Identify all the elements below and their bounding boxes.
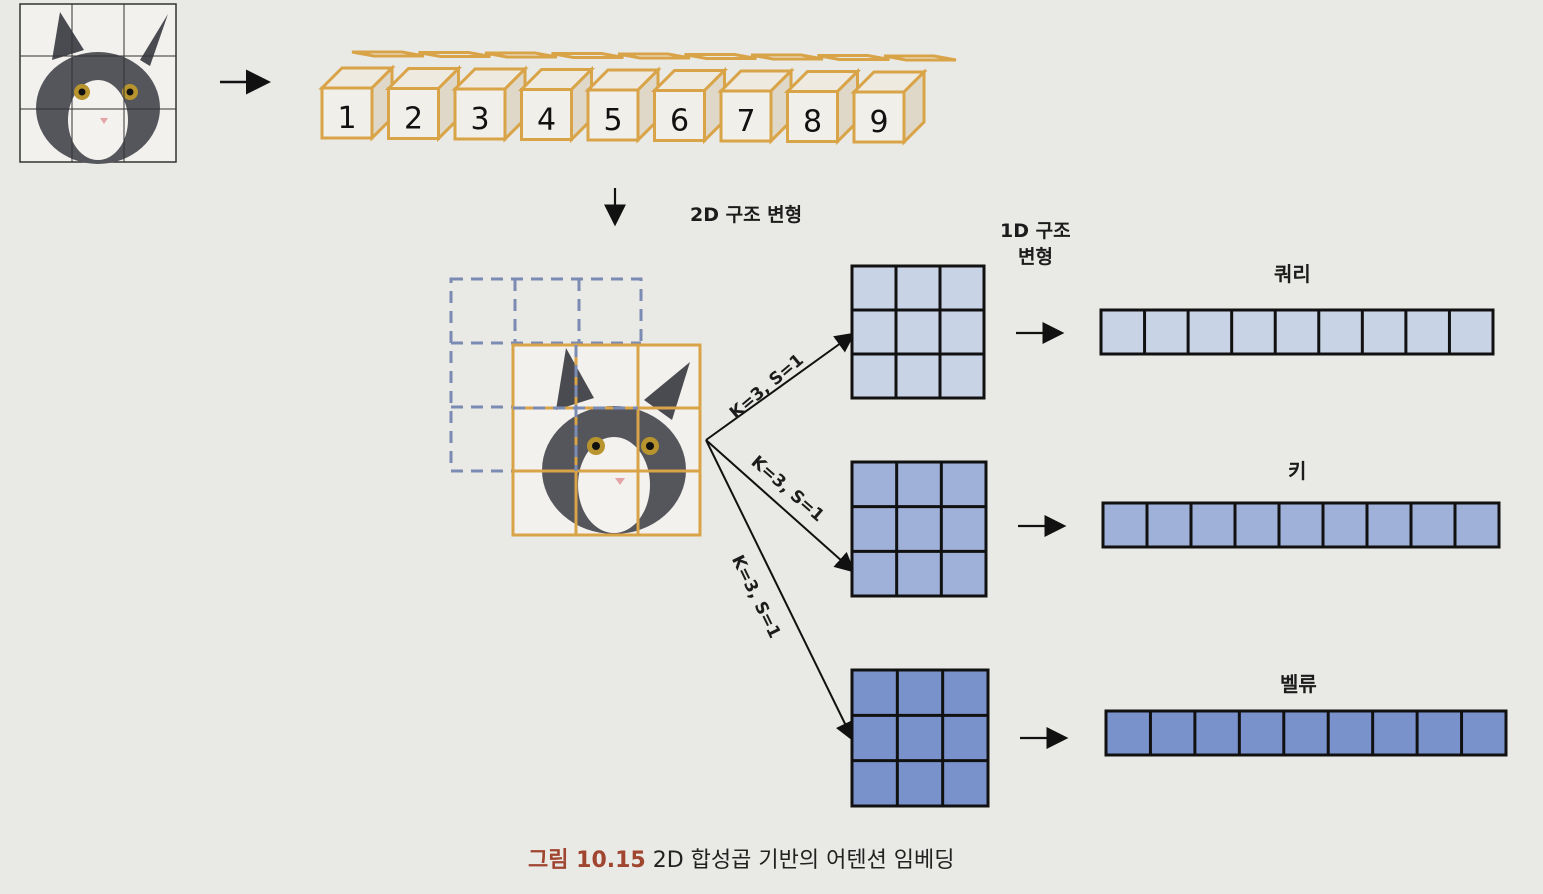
reshape-1d-label-line2: 변형	[1018, 246, 1053, 268]
patch-number: 5	[603, 103, 622, 138]
figure-caption-text: 2D 합성곱 기반의 어텐션 임베딩	[652, 848, 955, 873]
query-label: 쿼리	[1274, 262, 1311, 286]
patch-number: 7	[736, 104, 755, 139]
key-feature-map	[850, 460, 988, 598]
value-feature-map	[850, 668, 990, 808]
patch-number: 3	[470, 102, 489, 137]
patch-number: 8	[803, 105, 822, 140]
query-token-row	[1099, 308, 1495, 356]
value-token-row	[1104, 709, 1508, 757]
patch-number: 2	[404, 102, 423, 137]
patch-cube: 4	[517, 52, 624, 144]
reshape-1d-label-line1: 1D 구조	[1000, 220, 1071, 242]
value-label: 벨류	[1280, 672, 1317, 696]
patch-number: 9	[869, 105, 888, 140]
figure-number: 그림 10.15	[528, 848, 646, 873]
reshape-2d-label: 2D 구조 변형	[690, 204, 803, 226]
conv-arrow-value	[705, 439, 854, 742]
query-feature-map	[850, 264, 986, 400]
key-label: 키	[1288, 459, 1307, 483]
patch-cube: 9	[850, 54, 957, 146]
reshaped-cat-grid	[511, 343, 702, 537]
patch-number: 1	[337, 101, 356, 136]
figure-caption: 그림 10.15 2D 합성곱 기반의 어텐션 임베딩	[528, 842, 955, 874]
patch-sequence: 1 2 3 4 5 6 7 8 9	[318, 50, 957, 146]
patch-number: 4	[537, 103, 556, 138]
conv-arrow-key	[705, 439, 855, 573]
key-token-row	[1101, 501, 1501, 549]
input-cat-image	[19, 3, 177, 164]
patch-number: 6	[670, 104, 689, 139]
conv-arrow-query	[705, 332, 856, 441]
